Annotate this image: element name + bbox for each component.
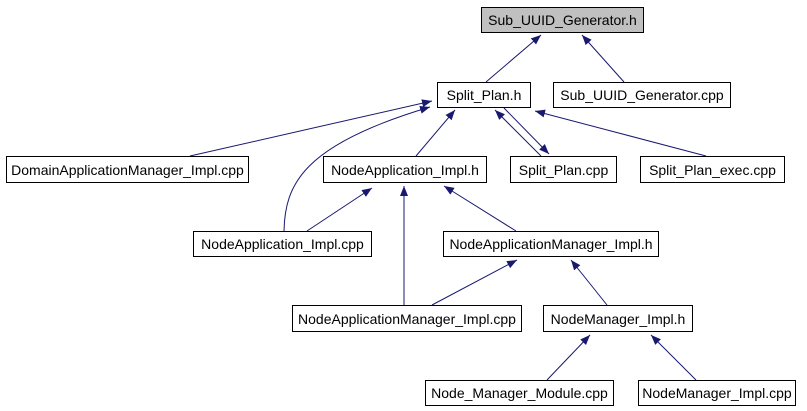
edge-split_plan_cpp-to-split_plan_h [494, 109, 542, 157]
graph-node-sub_uuid_generator_h[interactable]: Sub_UUID_Generator.h [481, 7, 644, 33]
edge-node_application_impl_cpp-to-split_plan_h [283, 106, 431, 232]
graph-node-node_manager_module_cpp[interactable]: Node_Manager_Module.cpp [425, 380, 614, 406]
graph-node-split_plan_cpp[interactable]: Split_Plan.cpp [510, 156, 617, 183]
graph-node-split_plan_h[interactable]: Split_Plan.h [437, 82, 531, 108]
edge-node_application_manager_impl_h-to-node_application_impl_h [443, 185, 517, 232]
edges-group [189, 34, 707, 381]
graph-node-node_application_impl_cpp[interactable]: NodeApplication_Impl.cpp [193, 231, 372, 257]
edge-node_manager_module_cpp-to-node_manager_impl_h [546, 334, 591, 381]
graph-node-split_plan_exec_cpp[interactable]: Split_Plan_exec.cpp [640, 156, 785, 183]
edge-node_manager_impl_cpp-to-node_manager_impl_h [650, 334, 697, 381]
graph-node-domain_application_manager_impl_cpp[interactable]: DomainApplicationManager_Impl.cpp [6, 156, 249, 183]
edge-sub_uuid_generator_cpp-to-sub_uuid_generator_h [581, 34, 625, 83]
graph-node-node_manager_impl_cpp[interactable]: NodeManager_Impl.cpp [638, 380, 796, 406]
graph-node-sub_uuid_generator_cpp[interactable]: Sub_UUID_Generator.cpp [553, 82, 731, 108]
edge-split_plan_h-to-split_plan_cpp [503, 107, 550, 155]
edge-node_application_manager_impl_cpp-to-node_application_manager_impl_h [431, 259, 518, 306]
graph-node-node_application_impl_h[interactable]: NodeApplication_Impl.h [323, 156, 487, 183]
edge-split_plan_exec_cpp-to-split_plan_h [534, 109, 707, 157]
graph-node-node_application_manager_impl_h[interactable]: NodeApplicationManager_Impl.h [443, 231, 659, 257]
edge-node_application_impl_h-to-split_plan_h [415, 109, 456, 157]
edge-split_plan_h-to-sub_uuid_generator_h [485, 34, 542, 83]
edge-node_manager_impl_h-to-node_application_manager_impl_h [570, 259, 608, 306]
graph-node-node_application_manager_impl_cpp[interactable]: NodeApplicationManager_Impl.cpp [292, 305, 522, 332]
edge-domain_application_manager_impl_cpp-to-split_plan_h [189, 99, 433, 157]
graph-node-node_manager_impl_h[interactable]: NodeManager_Impl.h [543, 305, 693, 332]
edge-node_application_impl_cpp-to-node_application_impl_h [306, 187, 373, 232]
